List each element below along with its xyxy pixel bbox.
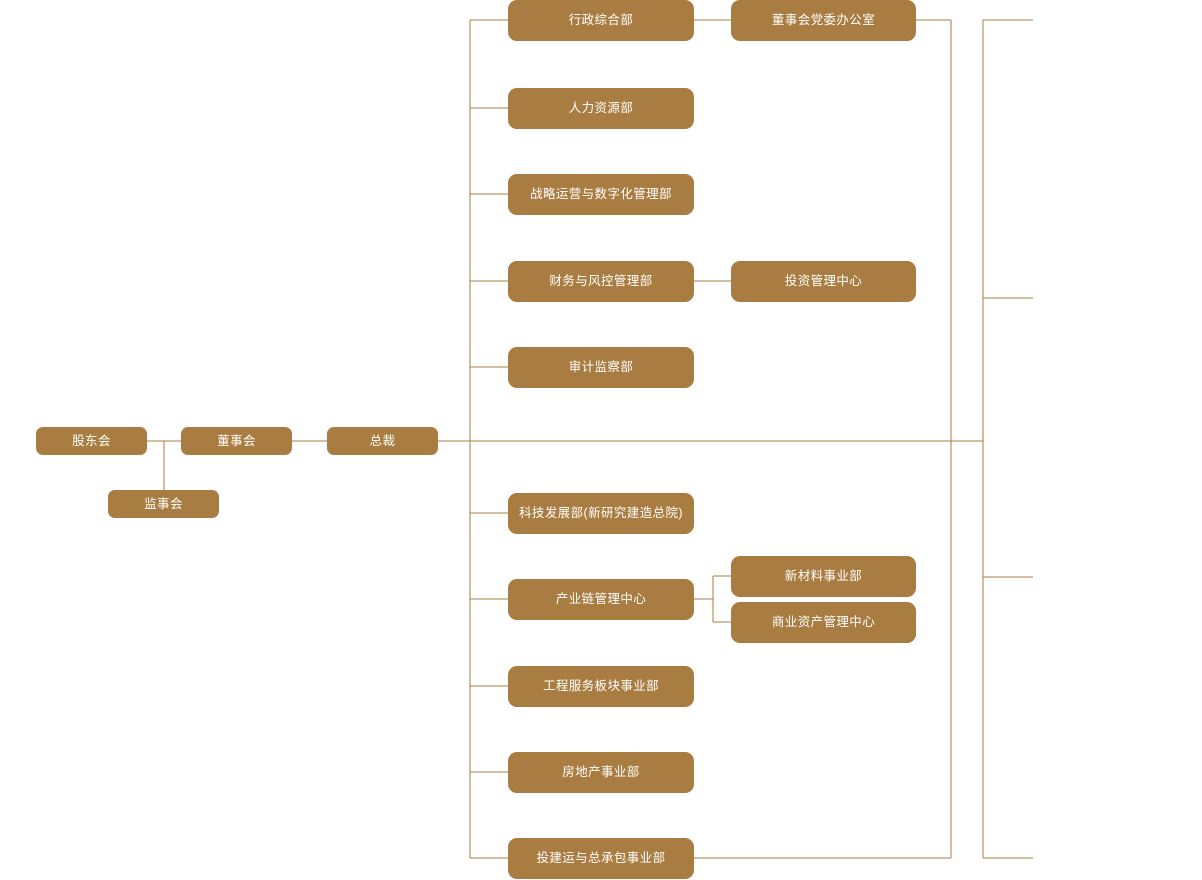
node-dept-audit-supervision[interactable]: 审计监察部: [508, 347, 694, 388]
node-dept-strategy-operations-digital[interactable]: 战略运营与数字化管理部: [508, 174, 694, 215]
node-shareholders-meeting[interactable]: 股东会: [36, 427, 147, 455]
node-dept-technology-development[interactable]: 科技发展部(新研究建造总院): [508, 493, 694, 534]
node-commercial-asset-management-center[interactable]: 商业资产管理中心: [731, 602, 916, 643]
node-dept-administration[interactable]: 行政综合部: [508, 0, 694, 41]
node-dept-human-resources[interactable]: 人力资源部: [508, 88, 694, 129]
node-board-of-directors[interactable]: 董事会: [181, 427, 292, 455]
node-dept-engineering-services[interactable]: 工程服务板块事业部: [508, 666, 694, 707]
node-board-party-committee-office[interactable]: 董事会党委办公室: [731, 0, 916, 41]
node-new-materials-division[interactable]: 新材料事业部: [731, 556, 916, 597]
node-dept-investment-construction-epc[interactable]: 投建运与总承包事业部: [508, 838, 694, 879]
node-dept-real-estate[interactable]: 房地产事业部: [508, 752, 694, 793]
node-investment-management-center[interactable]: 投资管理中心: [731, 261, 916, 302]
node-dept-finance-risk[interactable]: 财务与风控管理部: [508, 261, 694, 302]
node-dept-industry-chain-center[interactable]: 产业链管理中心: [508, 579, 694, 620]
node-president[interactable]: 总裁: [327, 427, 438, 455]
node-supervisory-board[interactable]: 监事会: [108, 490, 219, 518]
